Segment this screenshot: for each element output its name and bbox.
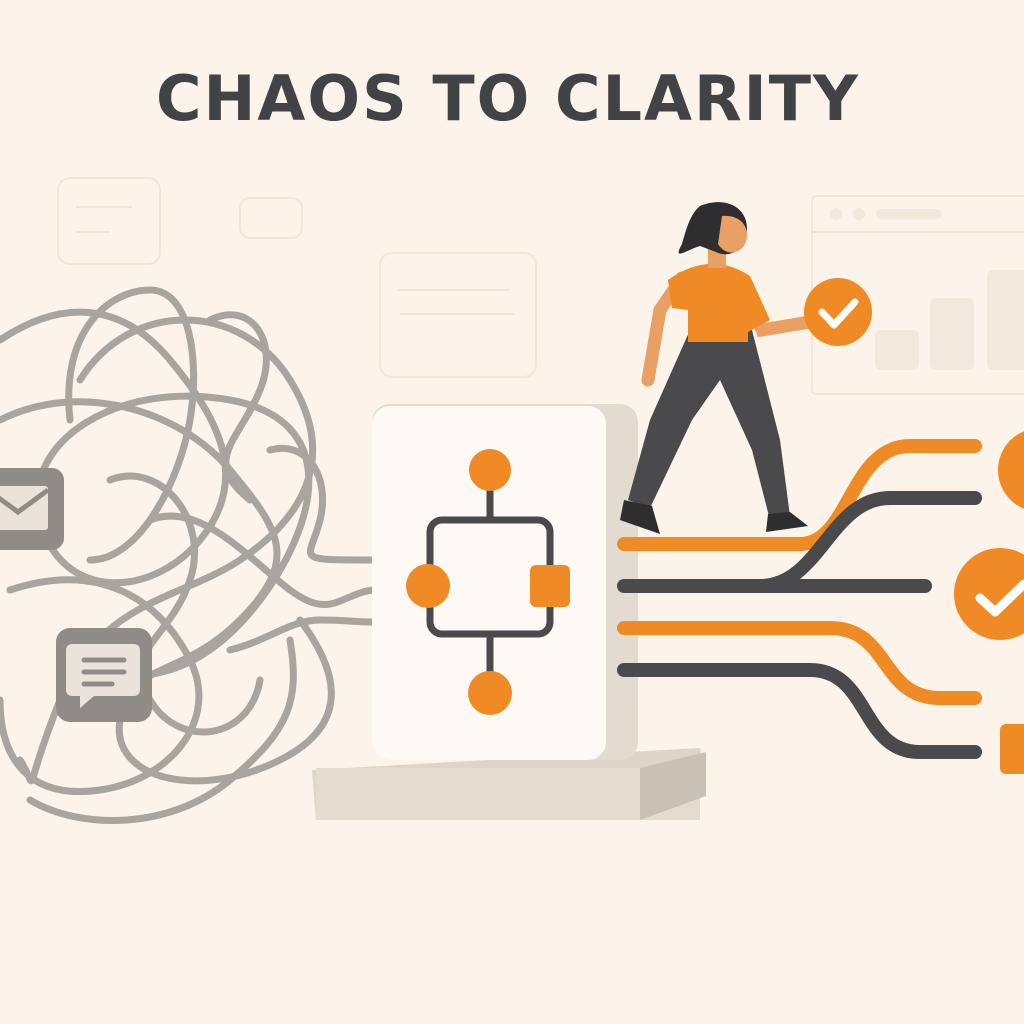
envelope-icon <box>0 468 64 550</box>
organized-lines <box>617 439 982 759</box>
page-title: CHAOS TO CLARITY <box>156 62 860 135</box>
pedestal <box>312 404 706 820</box>
tangled-lines <box>0 286 376 824</box>
chat-bubble-icon <box>56 628 152 722</box>
faint-bar-chart <box>830 208 1024 370</box>
person-walking-illustration <box>620 202 872 534</box>
flowchart-icon <box>406 449 570 715</box>
check-circle-icon <box>954 431 1024 774</box>
